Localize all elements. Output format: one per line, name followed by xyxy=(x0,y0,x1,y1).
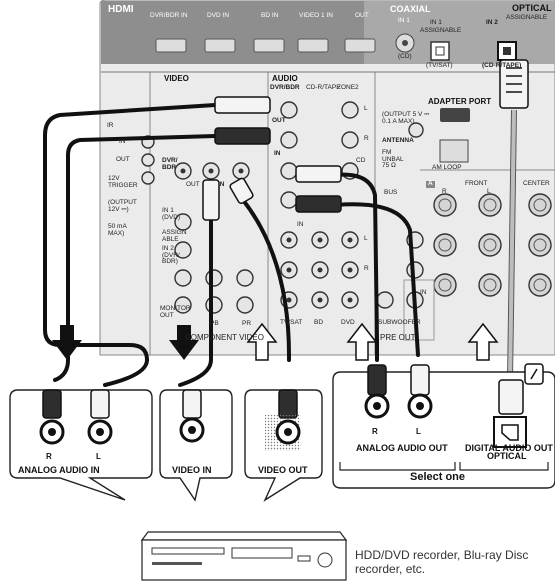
dvd-in-label: IN xyxy=(420,289,427,296)
optical-cap-icon xyxy=(524,363,544,385)
audio-in-label: IN xyxy=(274,150,281,157)
right-r-label: R xyxy=(364,265,369,272)
cables xyxy=(43,103,420,387)
subwoofer-label: SUBWOOFER xyxy=(378,319,421,326)
ir-label: IR xyxy=(107,122,114,129)
optical-plug-receiver xyxy=(499,59,529,109)
coaxial-in: IN 1 xyxy=(398,17,410,24)
optical-jacks xyxy=(430,41,517,61)
select-one-dividers xyxy=(339,462,549,471)
hdmi-label: HDMI xyxy=(108,4,134,15)
optical-tv-sat: (TV/SAT) xyxy=(426,62,453,69)
right-l-label: L xyxy=(364,235,368,242)
audio-dvr-bdr: DVR/BDR xyxy=(270,84,300,91)
pb-label: PB xyxy=(210,320,219,327)
trigger-output: (OUTPUT 12V ⎓) xyxy=(108,199,137,213)
arrow-up-outline-icon xyxy=(246,322,499,361)
device-description: HDD/DVD recorder, Blu-ray Disc recorder,… xyxy=(355,548,529,576)
coaxial-assignable: ASSIGNABLE xyxy=(420,27,462,34)
digital-audio-out-label: DIGITAL AUDIO OUT xyxy=(465,443,553,453)
optical-cd-r-tape: (CD-R/TAPE) xyxy=(482,62,522,69)
optical-in1: IN 1 xyxy=(430,19,442,26)
tv-sat-label: TV/SAT xyxy=(280,319,303,326)
select-one-label: Select one xyxy=(410,471,466,483)
zone2-r-label: R xyxy=(364,135,369,142)
zone-a-label: A xyxy=(426,180,435,188)
arrow-down-black-icon xyxy=(52,325,199,360)
video-out-label: OUT xyxy=(186,181,200,188)
audio-section-label: AUDIO xyxy=(272,74,298,83)
antenna-label: ANTENNA xyxy=(382,137,414,144)
hdmi-bd-in: BD IN xyxy=(261,12,279,19)
optical-in2: IN 2 xyxy=(486,19,498,26)
component-video-label: COMPONENT VIDEO xyxy=(185,333,264,342)
analog-out-r: R xyxy=(372,427,378,436)
adapter-port-label: ADAPTER PORT xyxy=(428,97,492,106)
analog-out-l: L xyxy=(416,427,421,436)
recorder-device xyxy=(140,531,348,581)
rca-jack-icon xyxy=(39,393,433,451)
ir-out-label: OUT xyxy=(116,156,130,163)
audio-cd-r-tape: CD-R/TAPE xyxy=(306,84,341,91)
hdmi-dvr-bdr-in: DVR/BDR IN xyxy=(150,12,188,19)
am-loop-terminal xyxy=(439,139,469,163)
audio-out-label: OUT xyxy=(272,117,286,124)
video-section-label: VIDEO xyxy=(164,74,189,83)
video-out-label-rec: VIDEO OUT xyxy=(258,465,308,475)
video-in-label-rec: VIDEO IN xyxy=(172,465,212,475)
tv-in-label: IN xyxy=(297,221,304,228)
front-l-label: L xyxy=(487,188,491,195)
coaxial-cd: (CD) xyxy=(398,53,412,60)
optical-jack-icon xyxy=(493,416,527,448)
zone2-l-label: L xyxy=(364,105,368,112)
adapter-output: (OUTPUT 5 V ⎓ 0.1 A MAX) xyxy=(382,111,430,125)
hdmi-dvd-in: DVD IN xyxy=(207,12,230,19)
trigger-ma: 50 mA MAX) xyxy=(108,223,127,237)
assignable-in2: IN 2 (DVR/ BDR) xyxy=(162,245,180,265)
analog-audio-out-label: ANALOG AUDIO OUT xyxy=(356,443,448,453)
bus-label: BUS xyxy=(384,189,398,196)
optical-cable xyxy=(508,109,516,381)
monitor-out-label: MONITOR OUT xyxy=(160,305,191,319)
analog-audio-in-label: ANALOG AUDIO IN xyxy=(18,465,100,475)
dvd-label: DVD xyxy=(341,319,355,326)
hdmi-video1-in: VIDEO 1 IN xyxy=(299,12,333,19)
recorder-plugs xyxy=(42,364,524,419)
fm-unbal: FM UNBAL 75 Ω xyxy=(382,149,404,169)
video-dvr-bdr-label: DVR/ BDR xyxy=(162,157,178,171)
analog-in-r: R xyxy=(46,452,52,461)
speaker-terminals xyxy=(433,193,552,297)
cd-label: CD xyxy=(356,157,366,164)
video-in-label: IN xyxy=(218,181,225,188)
assignable-in1: IN 1 (DVD) xyxy=(162,207,181,221)
rca-plugs-receiver xyxy=(202,96,342,221)
front-r-label: R xyxy=(442,188,447,195)
am-loop: AM LOOP xyxy=(432,164,462,171)
hdmi-out: OUT xyxy=(355,12,369,19)
optical-label-rec: OPTICAL xyxy=(487,451,527,461)
adapter-port xyxy=(440,108,470,122)
pre-out-label: PRE OUT xyxy=(380,333,416,342)
bd-label: BD xyxy=(314,319,324,326)
ir-in-label: IN xyxy=(119,138,126,145)
coaxial-jack xyxy=(395,33,415,53)
optical-label: OPTICAL xyxy=(512,3,552,13)
pr-label: PR xyxy=(242,320,252,327)
analog-in-l: L xyxy=(96,452,101,461)
optical-assignable: ASSIGNABLE xyxy=(506,14,548,21)
coaxial-label: COAXIAL xyxy=(390,4,431,14)
front-label: FRONT xyxy=(465,180,488,187)
trigger-label: 12V TRIGGER xyxy=(108,175,138,189)
audio-zone2: ZONE2 xyxy=(337,84,359,91)
center-label: CENTER xyxy=(523,180,550,187)
assignable-label: ASSIGN ABLE xyxy=(162,229,187,243)
hdmi-ports xyxy=(155,38,376,53)
